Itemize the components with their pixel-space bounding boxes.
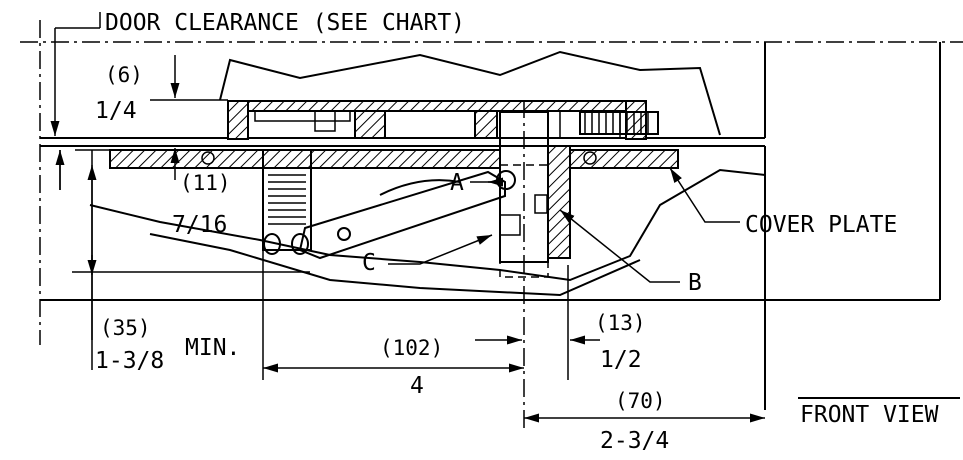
dim-6-label: (6) bbox=[105, 63, 143, 87]
dim-102-label: (102) bbox=[380, 336, 443, 360]
label-b: B bbox=[688, 270, 702, 296]
adjust-screw bbox=[579, 111, 659, 135]
dim-70-label: (70) bbox=[615, 389, 666, 413]
dim-13-label: (13) bbox=[595, 311, 646, 335]
leader-lines bbox=[388, 167, 740, 283]
label-c: C bbox=[362, 250, 376, 276]
cover-plate bbox=[109, 149, 679, 169]
lever-arm bbox=[298, 170, 516, 260]
dim-1-3-8-label: 1-3/8 bbox=[95, 348, 164, 374]
front-view-label: FRONT VIEW bbox=[800, 402, 939, 428]
dim-half-label: 1/2 bbox=[600, 347, 642, 373]
dim-4-label: 4 bbox=[410, 373, 424, 399]
dim-11-label: (11) bbox=[180, 171, 231, 195]
spring-stack bbox=[262, 149, 312, 255]
dim-7-16-label: 7/16 bbox=[172, 212, 227, 238]
door-clearance-label: DOOR CLEARANCE (SEE CHART) bbox=[105, 10, 465, 36]
upper-housing bbox=[227, 100, 647, 140]
dimension-arrows bbox=[50, 12, 765, 423]
label-a: A bbox=[450, 170, 464, 196]
dim-quarter-label: 1/4 bbox=[95, 98, 137, 124]
cover-plate-label: COVER PLATE bbox=[745, 212, 897, 238]
dim-35-label: (35) bbox=[100, 316, 151, 340]
min-label: MIN. bbox=[185, 335, 240, 361]
dim-2-3-4-label: 2-3/4 bbox=[600, 428, 669, 454]
